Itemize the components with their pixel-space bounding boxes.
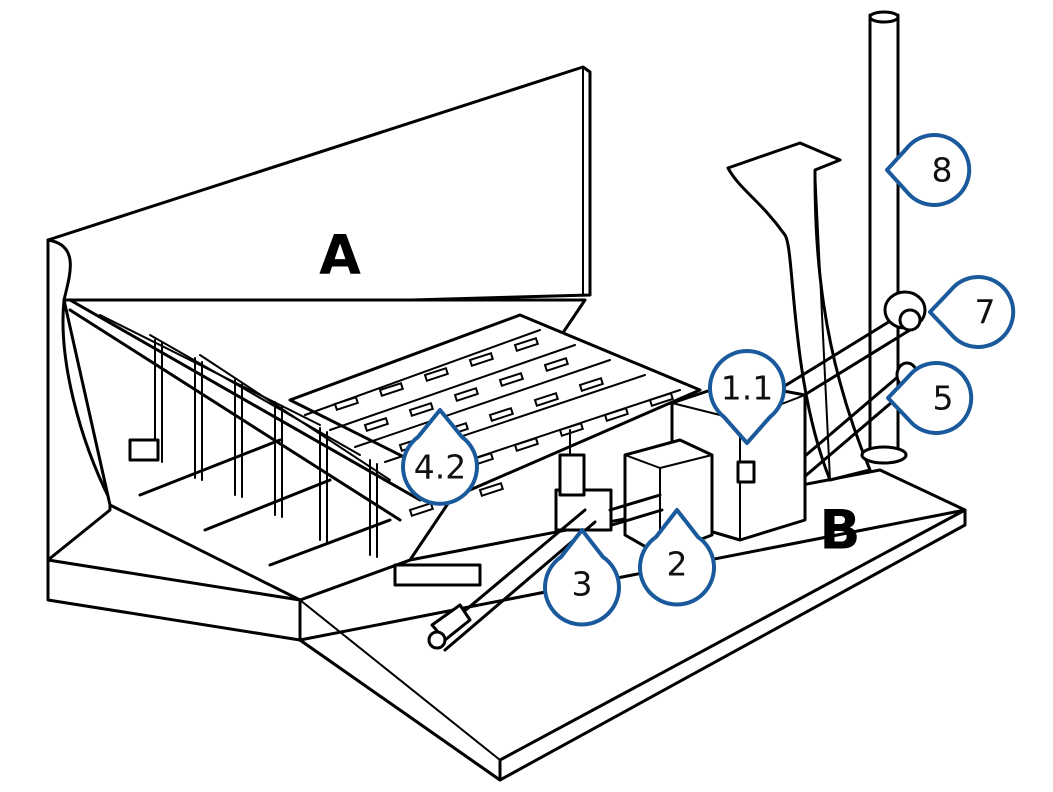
callout-2-label: 2 — [667, 545, 688, 584]
callout-3-label: 3 — [572, 565, 593, 604]
hydraulic-cylinders — [128, 438, 392, 567]
callout-8: 8 — [885, 133, 972, 207]
callout-2: 2 — [638, 508, 716, 607]
callout-1-1: 1.1 — [708, 349, 786, 445]
callout-4-2-label: 4.2 — [414, 448, 466, 487]
screw-conveyor — [393, 429, 664, 652]
callout-7-label: 7 — [975, 293, 996, 332]
bunker-side-wall — [726, 141, 872, 482]
vent-pipe — [860, 10, 908, 465]
area-label-a: A — [319, 224, 361, 287]
callout-3: 3 — [543, 528, 621, 627]
scraper-floor — [288, 313, 702, 517]
callout-7: 7 — [928, 275, 1016, 349]
callout-1-1-label: 1.1 — [721, 369, 773, 408]
sloped-frame — [68, 298, 422, 567]
callout-4-2: 4.2 — [401, 408, 479, 506]
blower-duct — [768, 290, 927, 412]
area-label-b: B — [819, 499, 860, 562]
foundation-slab — [298, 468, 967, 782]
callout-5: 5 — [886, 361, 974, 435]
callout-8-label: 8 — [932, 151, 953, 190]
callout-5-label: 5 — [933, 379, 954, 418]
